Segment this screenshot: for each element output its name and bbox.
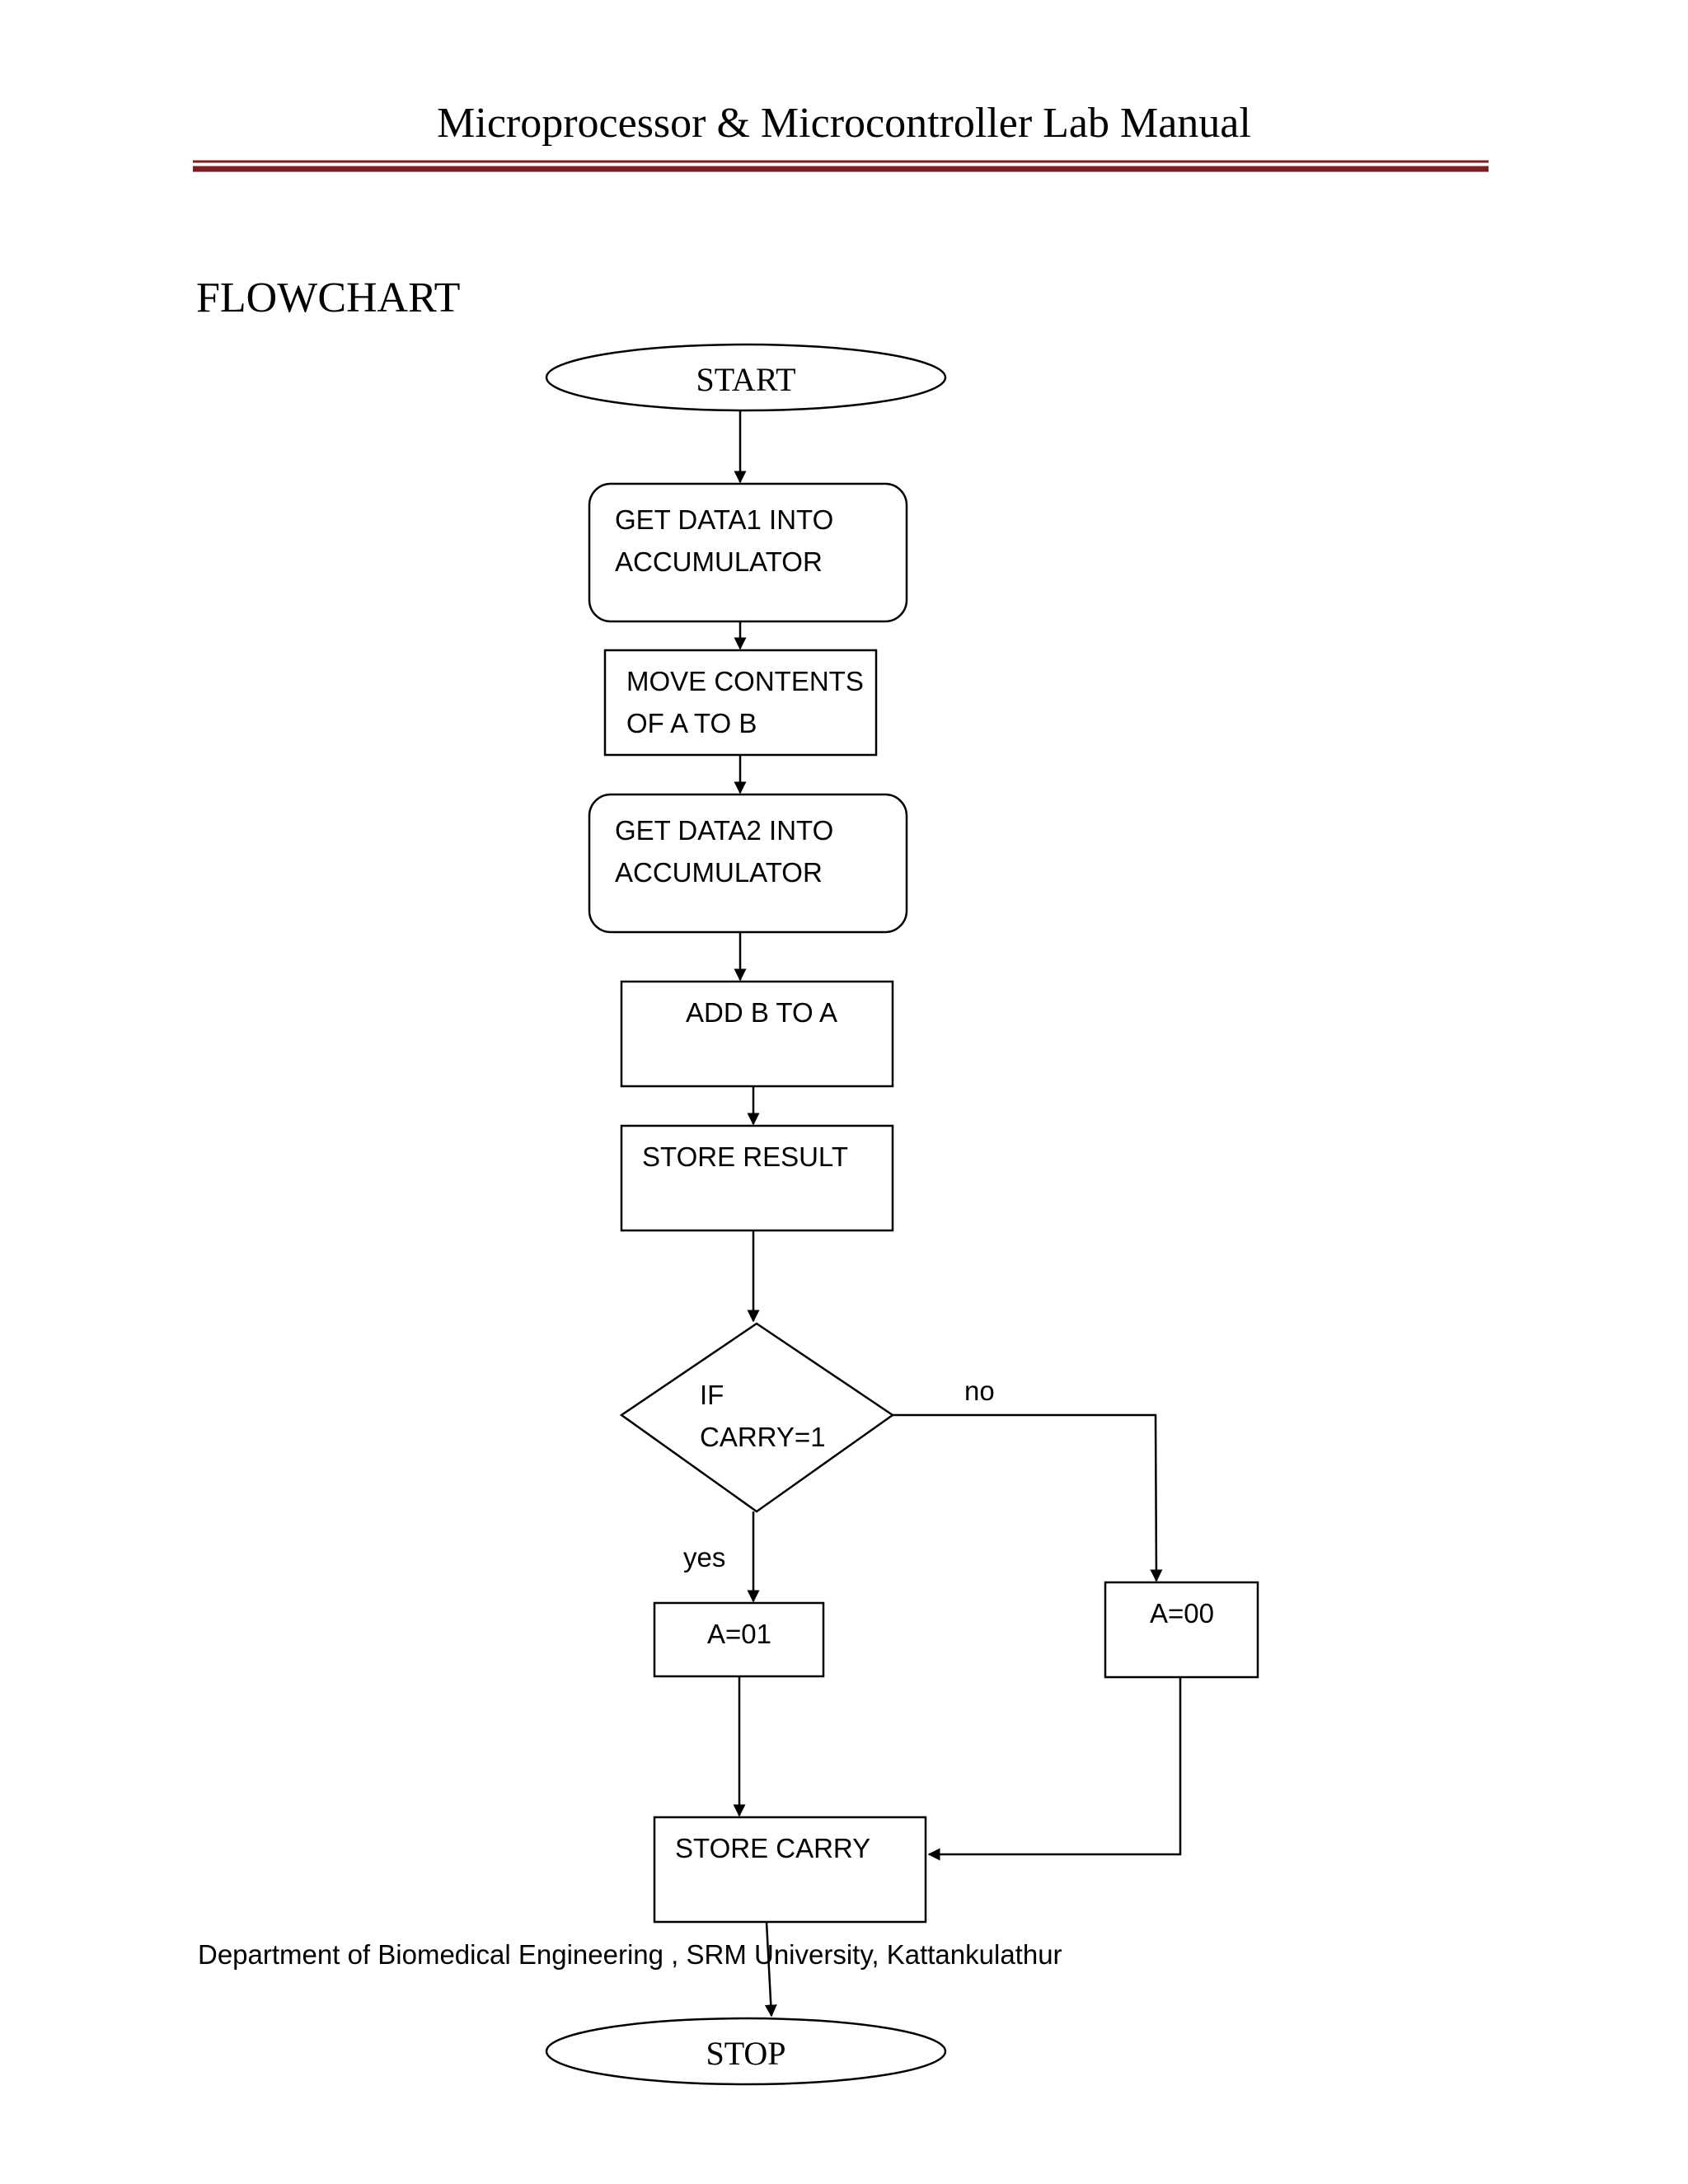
step-add-b-to-a: ADD B TO A (620, 980, 894, 1088)
step-get-data1-line2: ACCUMULATOR (615, 546, 823, 577)
arrow-store-carry-stop (764, 1921, 777, 2018)
box-a-00-label: A=00 (1150, 1598, 1214, 1629)
step-get-data1: GET DATA1 INTO ACCUMULATOR (588, 482, 908, 623)
section-heading: FLOWCHART (196, 274, 460, 321)
step-move-contents-line1: MOVE CONTENTS (626, 666, 864, 696)
step-store-result: STORE RESULT (620, 1124, 894, 1232)
start-label: START (696, 361, 795, 398)
step-add-b-to-a-label: ADD B TO A (686, 997, 837, 1028)
box-a-01: A=01 (653, 1601, 825, 1678)
step-get-data1-line1: GET DATA1 INTO (615, 504, 833, 535)
no-branch-label: no (964, 1376, 995, 1406)
step-get-data2-line2: ACCUMULATOR (615, 857, 823, 888)
decision-carry-line1: IF (700, 1380, 724, 1410)
arrow-a00-store-carry (927, 1677, 1182, 1861)
header-title: Microprocessor & Microcontroller Lab Man… (437, 100, 1251, 147)
step-store-result-label: STORE RESULT (642, 1141, 848, 1172)
step-store-carry-label: STORE CARRY (675, 1833, 870, 1863)
stop-terminal: STOP (545, 2017, 947, 2086)
start-terminal: START (545, 343, 947, 412)
step-get-data2: GET DATA2 INTO ACCUMULATOR (588, 793, 908, 934)
box-a-00: A=00 (1104, 1581, 1259, 1679)
step-get-data2-line1: GET DATA2 INTO (615, 815, 833, 846)
decision-carry: IF CARRY=1 (619, 1322, 895, 1513)
decision-carry-line2: CARRY=1 (700, 1422, 826, 1452)
header-rule (193, 160, 1489, 172)
step-move-contents: MOVE CONTENTS OF A TO B (603, 649, 878, 757)
footer-text: Department of Biomedical Engineering , S… (198, 1939, 1062, 1970)
step-move-contents-line2: OF A TO B (626, 708, 757, 738)
box-a-01-label: A=01 (707, 1619, 771, 1649)
arrow-decision-no (893, 1413, 1163, 1582)
step-store-carry: STORE CARRY (653, 1816, 927, 1924)
yes-branch-label: yes (683, 1542, 725, 1572)
stop-label: STOP (706, 2035, 785, 2072)
